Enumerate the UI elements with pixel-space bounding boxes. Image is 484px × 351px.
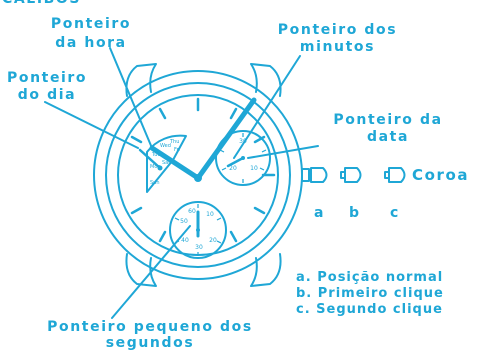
day-scale-wed: Wed — [160, 143, 171, 149]
center-pin — [194, 174, 202, 182]
day-hand-pin — [157, 165, 163, 171]
hour-hand-leader — [109, 47, 153, 149]
seconds-scale-40: 40 — [181, 237, 189, 244]
header-fragment: CALIBOS — [2, 0, 81, 8]
seconds-subdial — [169, 201, 227, 259]
seconds-hand-pin — [196, 228, 200, 232]
crown-c — [384, 167, 406, 183]
day-scale-thu: Thu — [169, 139, 179, 145]
hour-marker-5 — [229, 230, 238, 243]
date-scale-20: 20 — [229, 165, 237, 172]
date-hand-leader — [247, 145, 319, 159]
day-scale-tue: Tue — [151, 152, 161, 158]
hour-marker-7 — [158, 230, 167, 243]
seconds-scale-10: 10 — [206, 211, 214, 218]
day-scale-sat: Sat — [162, 160, 170, 166]
day-hand-label: Ponteiro do dia — [7, 70, 88, 103]
small-second-hand-label: Ponteiro pequeno dos segundos — [47, 319, 253, 351]
minute-hand — [195, 97, 257, 181]
date-hand — [226, 156, 245, 168]
seconds-scale-50: 50 — [180, 218, 188, 225]
note-normal-position: a. Posição normal — [296, 270, 444, 285]
hour-hand — [149, 145, 201, 181]
note-second-click: c. Segundo clique — [296, 302, 443, 317]
hour-marker-2 — [253, 135, 266, 144]
date-scale-30: 30 — [239, 138, 247, 145]
minute-hand-leader — [233, 55, 301, 159]
watch-bezel — [105, 82, 291, 268]
bottom-right-lug — [250, 253, 282, 287]
date-hand-label: Ponteiro da data — [333, 112, 443, 145]
day-scale-mon: Mon — [150, 164, 161, 170]
date-subdial — [215, 130, 271, 186]
crown-a — [310, 167, 328, 183]
seconds-scale-30: 30 — [195, 244, 203, 251]
hour-marker-11 — [158, 107, 167, 120]
top-left-lug — [125, 63, 157, 97]
crown-position-a: a — [314, 205, 326, 221]
crown-label: Coroa — [412, 166, 470, 184]
day-hand-leader — [44, 101, 139, 149]
note-first-click: b. Primeiro clique — [296, 286, 444, 301]
hour-marker-4 — [253, 206, 266, 215]
crown-position-b: b — [349, 205, 361, 221]
day-subdial — [146, 134, 187, 193]
hour-hand-label: Ponteiro da hora — [50, 16, 132, 51]
crown-stem — [301, 168, 310, 182]
seconds-scale-20: 20 — [209, 237, 217, 244]
minute-hand-label: Ponteiro dos minutos — [277, 22, 398, 55]
day-scale-fri: Fri — [174, 147, 180, 153]
hour-marker-10 — [130, 135, 143, 144]
crown-position-c: c — [390, 205, 400, 221]
date-hand-pin — [241, 156, 245, 160]
crown-position-notes: a. Posição normal b. Primeiro clique c. … — [296, 270, 444, 318]
seconds-scale-60: 60 — [188, 208, 196, 215]
top-right-lug — [250, 63, 282, 97]
crown-b — [340, 167, 362, 183]
date-scale-10: 10 — [250, 165, 258, 172]
day-hand — [138, 148, 162, 170]
hour-marker-8 — [130, 206, 143, 215]
day-scale-sun: Sun — [150, 180, 160, 186]
hour-marker-1 — [229, 107, 238, 120]
